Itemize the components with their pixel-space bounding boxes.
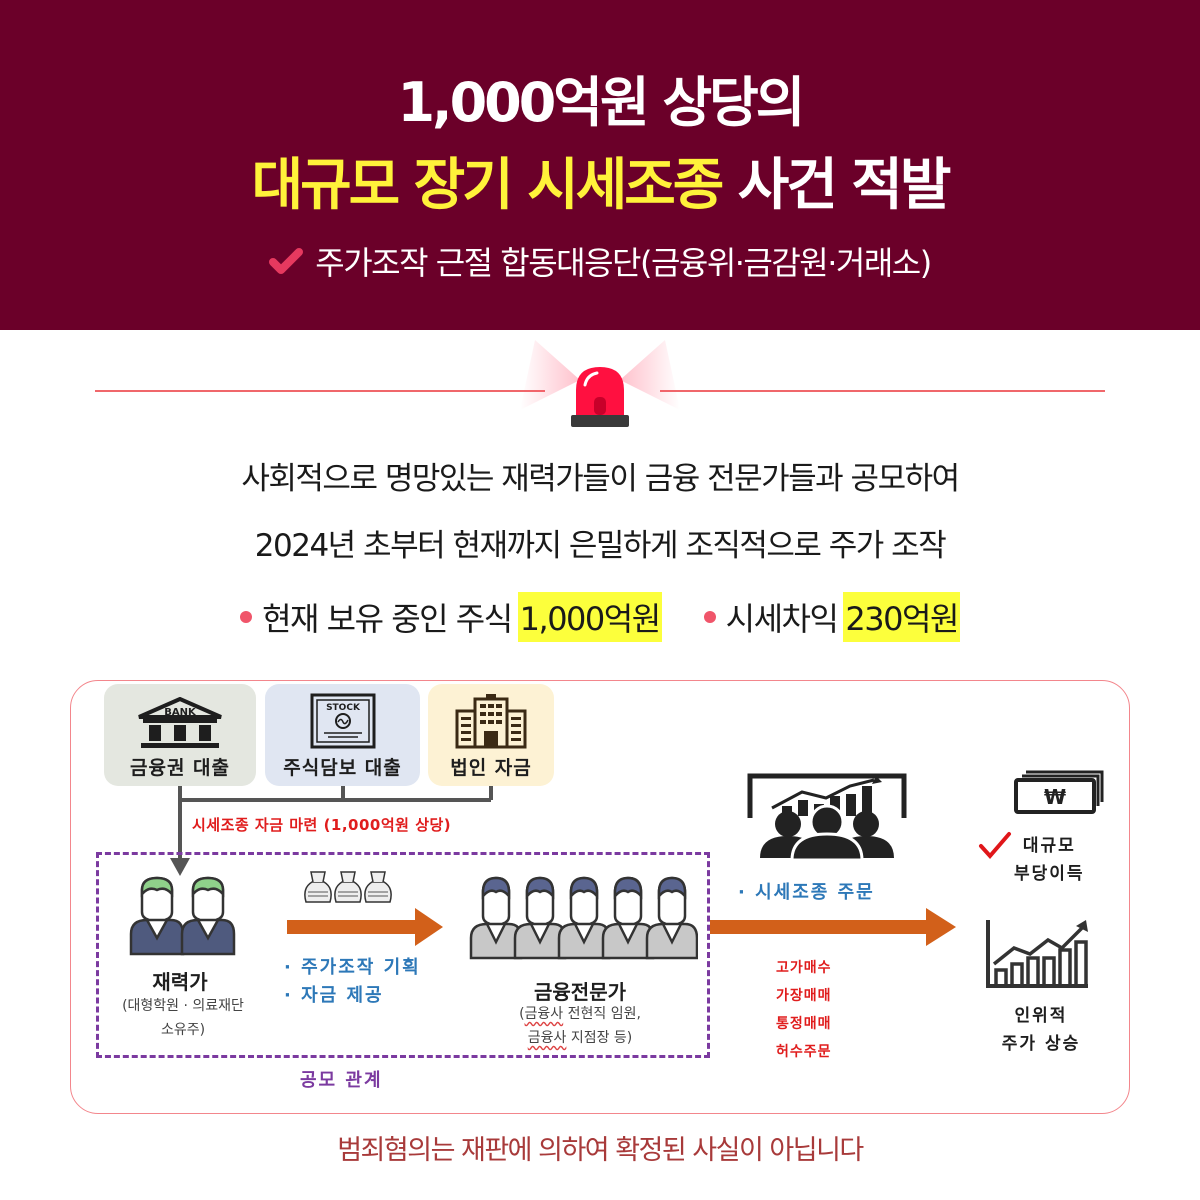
disclaimer-note: 범죄혐의는 재판에 의하여 확정된 사실이 아닙니다 — [337, 1135, 864, 1166]
order-type-high-price-buy: 고가매수 — [776, 960, 832, 976]
header-banner: 1,000억원 상당의 대규모 장기 시세조종 사건 적발 주가조작 근절 합동… — [0, 0, 1200, 330]
source-label: 법인 자금 — [450, 757, 532, 779]
rise-line-2: 주가 상승 — [1001, 1034, 1081, 1054]
bullet-dot-icon — [703, 611, 716, 623]
wealthy-persons-icon — [129, 876, 236, 956]
stat-label: 현재 보유 중인 주식 — [262, 600, 513, 638]
won-banknotes-icon: ₩ — [1014, 770, 1104, 814]
title-line-1: 1,000억원 상당의 — [397, 71, 805, 134]
profit-line-2: 부당이득 — [1014, 864, 1085, 884]
financial-experts-title: 금융전문가 — [534, 980, 626, 1004]
profit-line-1: 대규모 — [1022, 836, 1076, 856]
bullet-dot-icon — [240, 611, 253, 623]
svg-text:STOCK: STOCK — [326, 703, 361, 713]
source-label: 금융권 대출 — [129, 757, 230, 779]
action-plan-manipulation: · 주가조작 기획 — [284, 957, 421, 978]
money-bags-icon — [304, 871, 392, 903]
stat-value: 1,000억원 — [517, 592, 662, 642]
subtitle: 주가조작 근절 합동대응단(금융위·금감원·거래소) — [0, 238, 1200, 284]
subtitle-main: 주가조작 근절 합동대응단 — [315, 244, 641, 282]
wealthy-persons-desc: (대형학원 · 의료재단 소유주) — [98, 994, 268, 1042]
order-types-list: 고가매수 가장매매 통정매매 허수주문 — [776, 954, 832, 1066]
wealthy-desc-line-2: 소유주) — [160, 1022, 206, 1038]
stat-holdings: 현재 보유 중인 주식 1,000억원 — [240, 592, 662, 642]
experts-desc-line-2: 금융사 지점장 등) — [527, 1030, 633, 1046]
stats-row: 현재 보유 중인 주식 1,000억원 시세차익 230억원 — [0, 592, 1200, 642]
description-line-1: 사회적으로 명망있는 재력가들이 금융 전문가들과 공모하여 — [241, 461, 960, 497]
title-rest: 사건 적발 — [737, 153, 952, 218]
order-type-matched-orders: 통정매매 — [776, 1016, 832, 1032]
divider-left — [95, 390, 545, 392]
svg-text:BANK: BANK — [164, 707, 197, 718]
description-line-2: 2024년 초부터 현재까지 은밀하게 조직적으로 주가 조작 — [254, 528, 947, 564]
check-icon — [269, 248, 304, 274]
financial-experts-icon — [469, 876, 698, 960]
financial-experts-desc: (금융사 전현직 임원, 금융사 지점장 등) — [470, 1002, 690, 1050]
wealthy-persons-title: 재력가 — [152, 970, 208, 994]
order-type-wash-trading: 가장매매 — [776, 988, 832, 1004]
rising-chart-icon — [986, 920, 1088, 988]
subtitle-agencies: (금융위·금감원·거래소) — [639, 244, 932, 282]
title-highlight: 대규모 장기 시세조종 — [251, 153, 725, 218]
illicit-profit-label: 대규모 부당이득 — [1014, 832, 1085, 888]
action-provide-funds: · 자금 제공 — [284, 985, 384, 1006]
manipulation-orders-label: · 시세조종 주문 — [738, 882, 875, 903]
divider-right — [660, 390, 1105, 392]
source-stock-loan: STOCK 주식담보 대출 — [265, 684, 420, 786]
stat-value: 230억원 — [843, 592, 960, 642]
artificial-price-rise-label: 인위적 주가 상승 — [978, 1002, 1104, 1058]
source-label: 주식담보 대출 — [283, 757, 402, 779]
stat-profit: 시세차익 230억원 — [703, 592, 960, 642]
svg-text:₩: ₩ — [1044, 785, 1066, 809]
stock-certificate-icon: STOCK — [310, 693, 375, 749]
experts-desc-line-1: (금융사 전현직 임원, — [519, 1006, 641, 1022]
siren-icon — [520, 340, 680, 427]
source-bank-loan: BANK 금융권 대출 — [104, 684, 256, 786]
wealthy-actions-list: · 주가조작 기획 · 자금 제공 — [284, 954, 421, 1010]
stat-label: 시세차익 — [725, 600, 839, 638]
bank-icon: BANK — [138, 697, 222, 748]
order-type-fictitious-orders: 허수주문 — [776, 1044, 832, 1060]
conspiracy-label: 공모 관계 — [300, 1070, 383, 1091]
fund-raising-label: 시세조종 자금 마련 (1,000억원 상당) — [192, 816, 452, 834]
trading-audience-icon — [747, 773, 907, 860]
office-building-icon — [455, 694, 527, 749]
source-corporate-funds: 법인 자금 — [428, 684, 554, 786]
title-line-2: 대규모 장기 시세조종 사건 적발 — [0, 140, 1200, 221]
wealthy-desc-line-1: (대형학원 · 의료재단 — [122, 998, 244, 1014]
conspiracy-box — [96, 852, 710, 1058]
red-check-icon — [979, 832, 1011, 860]
rise-line-1: 인위적 — [1014, 1006, 1068, 1026]
